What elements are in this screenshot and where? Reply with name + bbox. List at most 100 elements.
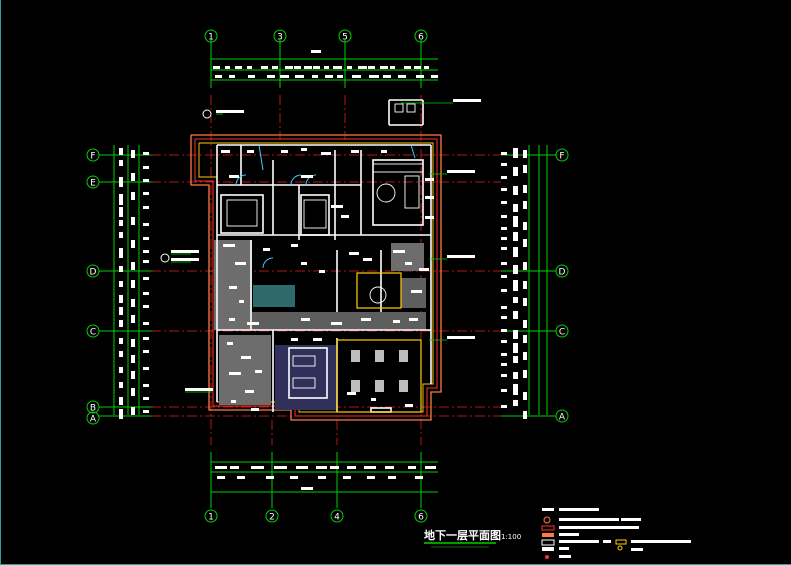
dimension-mark bbox=[241, 356, 251, 359]
dimension-mark bbox=[385, 466, 394, 469]
annotation-label bbox=[185, 388, 213, 391]
dimension-mark bbox=[523, 392, 527, 400]
dimension-mark bbox=[311, 50, 321, 53]
dimension-mark bbox=[143, 223, 149, 226]
dimension-mark bbox=[251, 408, 259, 411]
dimension-mark bbox=[119, 220, 123, 226]
dimension-mark bbox=[347, 466, 356, 469]
dimension-mark bbox=[513, 204, 518, 212]
dimension-mark bbox=[352, 75, 361, 78]
dimension-mark bbox=[367, 476, 375, 479]
dimension-mark bbox=[131, 355, 135, 363]
dimension-mark bbox=[245, 390, 254, 393]
dimension-mark bbox=[381, 150, 387, 153]
dimension-mark bbox=[409, 318, 418, 321]
dimension-mark bbox=[131, 299, 135, 307]
dimension-mark bbox=[358, 66, 367, 69]
dimension-mark bbox=[523, 352, 527, 360]
dimension-mark bbox=[229, 75, 235, 78]
drawing-title: 地下一层平面图 bbox=[424, 528, 501, 542]
dimension-mark bbox=[414, 66, 421, 69]
dimension-mark bbox=[131, 280, 135, 288]
dimension-mark bbox=[215, 466, 227, 469]
dimension-mark bbox=[341, 215, 349, 218]
dimension-mark bbox=[215, 75, 222, 78]
dimension-mark bbox=[230, 466, 239, 469]
annotation-label bbox=[447, 170, 475, 173]
dimension-mark bbox=[313, 66, 320, 69]
dimension-mark bbox=[235, 262, 246, 265]
dimension-mark bbox=[131, 315, 135, 323]
dimension-mark bbox=[143, 367, 149, 370]
dimension-mark bbox=[131, 371, 135, 379]
dimension-mark bbox=[119, 382, 123, 388]
dimension-mark bbox=[316, 466, 327, 469]
dimension-mark bbox=[296, 466, 308, 469]
dimension-mark bbox=[301, 487, 313, 490]
dimension-mark bbox=[347, 66, 352, 69]
dimension-mark bbox=[523, 370, 527, 378]
dimension-mark bbox=[263, 248, 270, 251]
dimension-mark bbox=[225, 66, 230, 69]
axis-top-1: 1 bbox=[208, 33, 214, 43]
dimension-mark bbox=[513, 247, 518, 257]
dimension-mark bbox=[131, 240, 135, 248]
dimension-mark bbox=[501, 176, 507, 179]
dimension-mark bbox=[501, 275, 507, 278]
dimension-mark bbox=[131, 339, 135, 347]
axis-left-F: F bbox=[90, 152, 95, 162]
dimension-mark bbox=[131, 388, 135, 396]
dimension-mark bbox=[119, 160, 123, 166]
dimension-mark bbox=[331, 322, 342, 325]
dimension-mark bbox=[143, 350, 149, 353]
dimension-mark bbox=[351, 150, 359, 153]
dimension-mark bbox=[415, 476, 423, 479]
dimension-mark bbox=[523, 150, 527, 158]
dimension-mark bbox=[523, 185, 527, 193]
dimension-mark bbox=[304, 66, 312, 69]
dimension-mark bbox=[131, 150, 135, 158]
dimension-mark bbox=[513, 216, 518, 227]
axis-bottom-6: 6 bbox=[418, 513, 424, 523]
dimension-mark bbox=[239, 300, 244, 303]
dimension-mark bbox=[131, 173, 135, 181]
dimension-mark bbox=[143, 410, 149, 413]
dimension-mark bbox=[523, 262, 527, 270]
dimension-mark bbox=[295, 75, 304, 78]
dimension-mark bbox=[501, 262, 507, 265]
dimension-mark bbox=[501, 340, 507, 343]
dimension-mark bbox=[119, 351, 123, 357]
dimension-mark bbox=[143, 152, 149, 155]
annotation-label bbox=[453, 99, 481, 102]
dimension-mark bbox=[143, 166, 149, 169]
dimension-mark bbox=[291, 338, 298, 341]
dimension-mark bbox=[501, 237, 507, 240]
axis-right-D: D bbox=[559, 268, 566, 278]
dimension-mark bbox=[501, 329, 507, 332]
dimension-mark bbox=[261, 66, 268, 69]
axis-right-F: F bbox=[559, 152, 564, 162]
dimension-mark bbox=[143, 384, 149, 387]
furniture bbox=[226, 103, 424, 389]
annotation-label bbox=[171, 258, 199, 261]
dimension-mark bbox=[318, 476, 326, 479]
fixtures bbox=[235, 144, 416, 269]
dimension-mark bbox=[405, 404, 413, 407]
axis-top-3: 3 bbox=[277, 33, 283, 43]
dimension-mark bbox=[501, 316, 507, 319]
dimension-mark bbox=[251, 466, 264, 469]
dimension-mark bbox=[343, 476, 351, 479]
dimension-mark bbox=[231, 400, 236, 403]
dimension-mark bbox=[368, 66, 375, 69]
dimension-mark bbox=[221, 150, 230, 153]
dimension-mark bbox=[325, 75, 333, 78]
dimension-mark bbox=[247, 66, 252, 69]
dimension-mark bbox=[393, 320, 400, 323]
dimension-mark bbox=[523, 239, 527, 247]
dimension-mark bbox=[119, 207, 123, 217]
dimension-mark bbox=[371, 398, 376, 401]
dimension-mark bbox=[143, 206, 149, 209]
dimension-mark bbox=[247, 150, 254, 153]
dimension-mark bbox=[501, 374, 507, 377]
